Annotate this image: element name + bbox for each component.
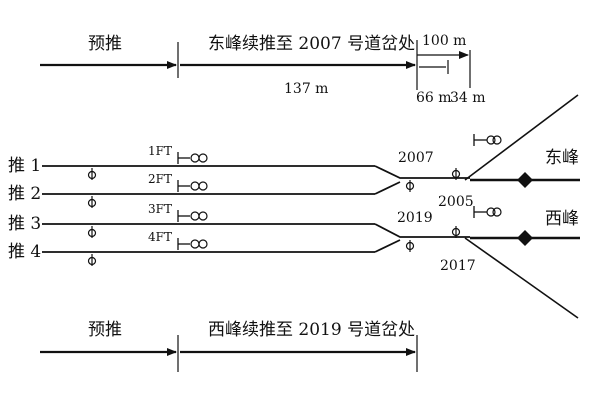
signal-4-icon bbox=[177, 238, 208, 250]
tracks bbox=[42, 94, 580, 319]
west-diverge-line bbox=[464, 237, 579, 319]
signal-1-icon bbox=[177, 152, 208, 164]
signals: 1FT 2FT 3FT 4FT bbox=[87, 144, 208, 266]
dist-66-label: 66 m bbox=[416, 90, 452, 106]
dist-100-label: 100 m bbox=[422, 33, 466, 49]
east-hump-signal-icon bbox=[473, 134, 502, 146]
switch-2019-icon bbox=[405, 240, 415, 252]
dist-34-label: 34 m bbox=[450, 90, 486, 106]
switches: 2007 2005 2019 2017 bbox=[397, 134, 502, 274]
track-circuit-icon bbox=[87, 168, 97, 266]
switch-2017-icon bbox=[451, 226, 461, 238]
bottom-dimension-row: 预推 西峰续推至 2019 号道岔处 bbox=[40, 320, 418, 372]
switch-2017-label: 2017 bbox=[440, 258, 476, 274]
west-hump-label: 西峰 bbox=[545, 209, 579, 229]
west-hump-crest-icon bbox=[517, 230, 533, 246]
signal-4-label: 4FT bbox=[148, 230, 172, 244]
bottom-continue-push-label: 西峰续推至 2019 号道岔处 bbox=[208, 320, 415, 340]
signal-3-icon bbox=[177, 210, 208, 222]
track-2-merge bbox=[374, 181, 401, 195]
track-labels: 推 1 推 2 推 3 推 4 bbox=[8, 156, 41, 262]
switch-2007-label: 2007 bbox=[398, 150, 434, 166]
signal-1-label: 1FT bbox=[148, 144, 172, 158]
switch-2007-icon bbox=[405, 180, 415, 192]
east-hump-label: 东峰 bbox=[545, 148, 579, 168]
switch-2019-label: 2019 bbox=[397, 210, 433, 226]
bottom-pre-push-label: 预推 bbox=[88, 320, 122, 340]
signal-2-label: 2FT bbox=[148, 172, 172, 186]
east-diverge-line bbox=[464, 94, 579, 181]
track-1-merge bbox=[374, 165, 470, 179]
track-3-merge bbox=[374, 223, 470, 238]
switch-2005-icon bbox=[451, 168, 461, 180]
top-continue-push-label: 东峰续推至 2007 号道岔处 bbox=[208, 34, 415, 54]
switch-2005-label: 2005 bbox=[438, 194, 474, 210]
track-3-label: 推 3 bbox=[8, 214, 41, 234]
east-hump-crest-icon bbox=[517, 172, 533, 188]
track-1-label: 推 1 bbox=[8, 156, 41, 176]
top-dimension-row: 预推 东峰续推至 2007 号道岔处 137 m 100 m 66 m 34 m bbox=[40, 33, 486, 106]
top-pre-push-label: 预推 bbox=[88, 34, 122, 54]
track-4-label: 推 4 bbox=[8, 242, 41, 262]
signal-2-icon bbox=[177, 180, 208, 192]
west-hump-signal-icon bbox=[473, 206, 502, 218]
track-2-label: 推 2 bbox=[8, 184, 41, 204]
dist-137-label: 137 m bbox=[284, 81, 328, 97]
track-4-merge bbox=[374, 239, 401, 253]
signal-3-label: 3FT bbox=[148, 202, 172, 216]
